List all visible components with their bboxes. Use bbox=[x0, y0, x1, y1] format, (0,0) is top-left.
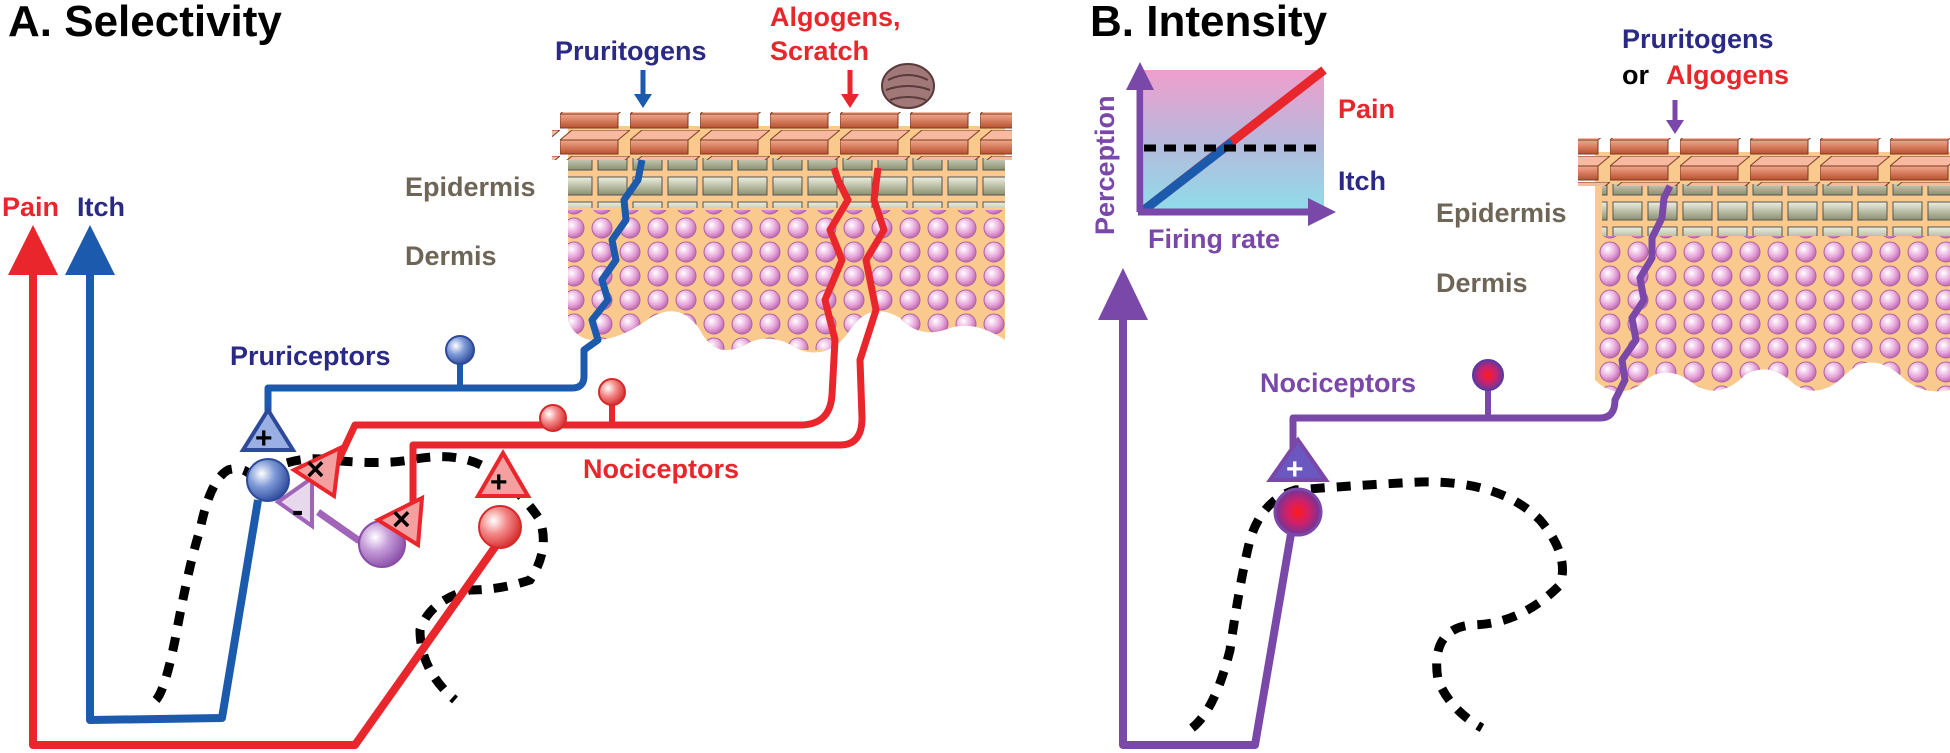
times-sign-1: × bbox=[306, 451, 325, 487]
stimulus-arrow-b bbox=[1666, 100, 1684, 134]
nociceptor-excitatory-synapse bbox=[474, 449, 532, 498]
algogens-label-b: Algogens bbox=[1666, 60, 1789, 90]
pain-pathway bbox=[29, 265, 504, 749]
scratching-hand-icon bbox=[881, 63, 935, 109]
nociceptor-synapse-1 bbox=[289, 444, 343, 500]
nociceptor-synapse-2 bbox=[373, 494, 425, 549]
epidermis-label-a: Epidermis bbox=[405, 172, 536, 202]
skin-block-a bbox=[552, 112, 1012, 353]
or-label: or bbox=[1622, 60, 1649, 90]
inset-ylabel: Perception bbox=[1090, 95, 1120, 235]
pruriceptor-excitatory-synapse bbox=[239, 406, 297, 452]
pain-label-a: Pain bbox=[2, 192, 59, 222]
y-axis-arrow bbox=[1126, 62, 1154, 90]
algogens-label-a: Algogens, bbox=[770, 2, 901, 32]
pruriceptor-fiber bbox=[264, 159, 646, 428]
inhibitory-synapse bbox=[274, 474, 314, 530]
nociceptor-fiber-b bbox=[1289, 184, 1674, 470]
itch-projection-neuron bbox=[246, 458, 290, 502]
pruriceptors-label: Pruriceptors bbox=[230, 341, 391, 371]
nociceptor-terminal-1 bbox=[539, 404, 567, 432]
intensity-pathway-arrowhead bbox=[1098, 268, 1148, 320]
pruritogen-arrow-a bbox=[634, 70, 652, 108]
projection-neuron-b bbox=[1273, 487, 1323, 537]
times-sign-2: × bbox=[392, 501, 411, 537]
itch-line bbox=[1141, 138, 1235, 214]
plus-sign-b: + bbox=[1286, 453, 1304, 486]
itch-pathway-arrowhead bbox=[65, 225, 115, 275]
itch-pathway bbox=[86, 265, 262, 724]
pruritogens-label-b: Pruritogens bbox=[1622, 24, 1774, 54]
nociceptors-label-a: Nociceptors bbox=[583, 454, 739, 484]
nociceptor-fiber-2 bbox=[409, 167, 888, 505]
pain-projection-neuron bbox=[478, 505, 522, 549]
scratch-label-a: Scratch bbox=[770, 36, 869, 66]
pain-pathway-arrowhead bbox=[8, 225, 58, 275]
excitatory-synapse-b bbox=[1266, 436, 1330, 482]
perception-graph bbox=[1126, 62, 1336, 226]
minus-sign: - bbox=[292, 492, 303, 530]
panel-b-title: B. Intensity bbox=[1090, 0, 1328, 46]
nociceptors-label-b: Nociceptors bbox=[1260, 368, 1416, 398]
panel-a-title: A. Selectivity bbox=[8, 0, 282, 46]
spinal-cord-outline-a bbox=[152, 452, 548, 704]
dermis-label-a: Dermis bbox=[405, 241, 497, 271]
intensity-pathway bbox=[1119, 310, 1297, 749]
inset-xlabel: Firing rate bbox=[1148, 224, 1280, 254]
pruriceptor-terminal bbox=[445, 335, 475, 365]
dermis-label-b: Dermis bbox=[1436, 268, 1528, 298]
plus-sign-red: + bbox=[490, 466, 508, 499]
plus-sign-blue: + bbox=[255, 422, 273, 455]
nociceptor-fiber-1 bbox=[330, 166, 852, 472]
algogen-arrow-a bbox=[841, 70, 859, 108]
spinal-cord-outline-b bbox=[1189, 477, 1567, 732]
skin-block-b bbox=[1578, 138, 1950, 392]
inset-itch-label: Itch bbox=[1338, 166, 1386, 196]
x-axis-arrow bbox=[1308, 198, 1336, 226]
inset-pain-label: Pain bbox=[1338, 94, 1395, 124]
pruritogens-label-a: Pruritogens bbox=[555, 36, 707, 66]
nociceptor-terminal-2 bbox=[598, 378, 626, 406]
itch-label-a: Itch bbox=[77, 192, 125, 222]
epidermis-label-b: Epidermis bbox=[1436, 198, 1567, 228]
nociceptor-terminal-b bbox=[1472, 359, 1504, 391]
